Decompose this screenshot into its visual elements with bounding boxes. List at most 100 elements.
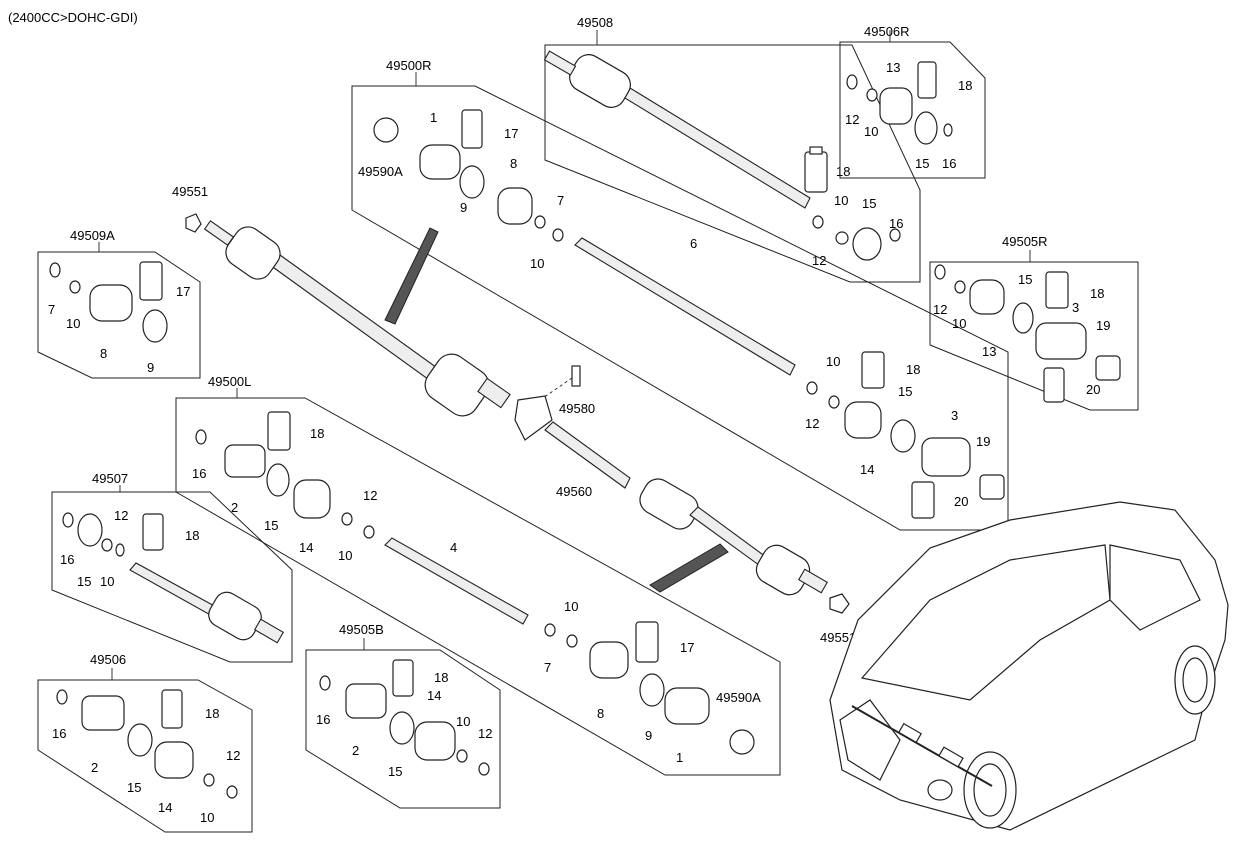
boot-band-icon [142,309,168,343]
callout-10: 10 [952,316,966,331]
callout-49551-top: 49551 [172,184,208,199]
main-driveshaft-left [203,220,511,417]
callout-1: 1 [676,750,683,765]
callout-2: 2 [91,760,98,775]
callout-12: 12 [226,748,240,763]
snap-ring-icon [835,231,849,245]
boot-band-icon [459,165,485,199]
callout-18: 18 [205,706,219,721]
cv-boot-icon [497,187,533,225]
callout-15: 15 [1018,272,1032,287]
callout-49580: 49580 [559,401,595,416]
snap-ring-icon [934,264,946,280]
clip-ring-icon [866,88,878,102]
callout-2: 2 [231,500,238,515]
grease-tube-icon [911,481,935,519]
callout-12: 12 [845,112,859,127]
tripod-housing-icon [1035,322,1087,360]
clip-ring-icon [101,538,113,552]
group-49507[interactable]: 49507 16 15 10 12 18 [51,471,293,663]
grease-tube-icon [392,659,414,697]
clip-ring-icon [534,215,546,229]
tripod-housing-icon [224,444,266,478]
group-49505R[interactable]: 49505R 12 10 13 15 18 3 19 20 [929,234,1139,411]
group-code-49506: 49506 [90,652,126,667]
group-49509A[interactable]: 49509A 7 10 8 17 9 [37,228,201,379]
callout-9: 9 [460,200,467,215]
callout-15: 15 [264,518,278,533]
callout-16: 16 [316,712,330,727]
boot-band-icon [914,111,938,145]
boot-band-icon [639,673,665,707]
o-ring-icon [195,429,207,445]
clip-ring-icon [456,749,468,763]
callout-49590A: 49590A [716,690,761,705]
o-ring-icon [319,675,331,691]
outer-cv-joint-icon [664,687,710,725]
clip-ring-icon [203,773,215,787]
tone-ring-icon [373,117,399,143]
clip-ring-icon [566,634,578,648]
group-code-49508: 49508 [577,15,613,30]
halfshaft-icon [384,537,529,625]
callout-18: 18 [1090,286,1104,301]
snap-ring-icon [544,623,556,637]
group-code-49500L: 49500L [208,374,251,389]
snap-ring-icon [478,762,490,776]
o-ring-icon [56,689,68,705]
hub-nut-icon [185,213,202,233]
callout-15: 15 [388,764,402,779]
callout-20: 20 [954,494,968,509]
callout-20: 20 [1086,382,1100,397]
callout-16: 16 [889,216,903,231]
callout-19: 19 [1096,318,1110,333]
callout-10: 10 [66,316,80,331]
grease-tube-icon [861,351,885,389]
callout-15: 15 [77,574,91,589]
group-49506R[interactable]: 49506R 12 10 13 18 15 16 [839,24,986,179]
grease-cap-icon [809,146,823,155]
group-code-49505B: 49505B [339,622,384,637]
boot-band-icon [852,227,882,261]
boot-band-icon [890,419,916,453]
group-49508[interactable]: 49508 18 10 12 15 16 [543,15,921,283]
snap-ring-icon [552,228,564,242]
cv-boot-icon [89,284,133,322]
callout-12: 12 [805,416,819,431]
snap-ring-icon [49,262,61,278]
boot-band-icon [1012,302,1034,334]
grease-tube-icon [917,61,937,99]
callout-18: 18 [958,78,972,93]
clip-ring-icon [954,280,966,294]
group-code-49505R: 49505R [1002,234,1048,249]
dust-seal-icon [1095,355,1121,381]
callout-18: 18 [434,670,448,685]
grease-tube-icon [161,689,183,729]
callout-10: 10 [826,354,840,369]
callout-15: 15 [127,780,141,795]
o-ring-icon [943,123,953,137]
boot-band-icon [127,723,153,757]
callout-15: 15 [915,156,929,171]
vehicle-illustration [829,501,1229,831]
callout-18: 18 [185,528,199,543]
group-49500R[interactable]: 49500R 49590A 1 17 9 8 7 10 6 10 12 18 1… [351,58,1009,531]
callout-19: 19 [976,434,990,449]
group-code-49509A: 49509A [70,228,115,243]
cv-boot-icon [969,279,1005,315]
grease-tube-icon [461,109,483,149]
group-49506[interactable]: 49506 16 2 18 15 14 12 10 [37,652,253,833]
group-49500L[interactable]: 49500L 18 16 2 15 14 10 12 4 10 7 17 8 9… [175,374,781,776]
callout-18: 18 [906,362,920,377]
outer-cv-joint-icon [419,144,461,180]
callout-10: 10 [456,714,470,729]
callout-10: 10 [200,810,214,825]
grease-tube-icon [267,411,291,451]
group-49505B[interactable]: 49505B 16 2 18 15 14 10 12 [305,622,501,809]
callout-14: 14 [427,688,441,703]
bolt-icon [571,365,581,387]
engine-spec-label: (2400CC>DOHC-GDI) [8,10,138,25]
callout-7: 7 [48,302,55,317]
callout-16: 16 [52,726,66,741]
callout-9: 9 [645,728,652,743]
